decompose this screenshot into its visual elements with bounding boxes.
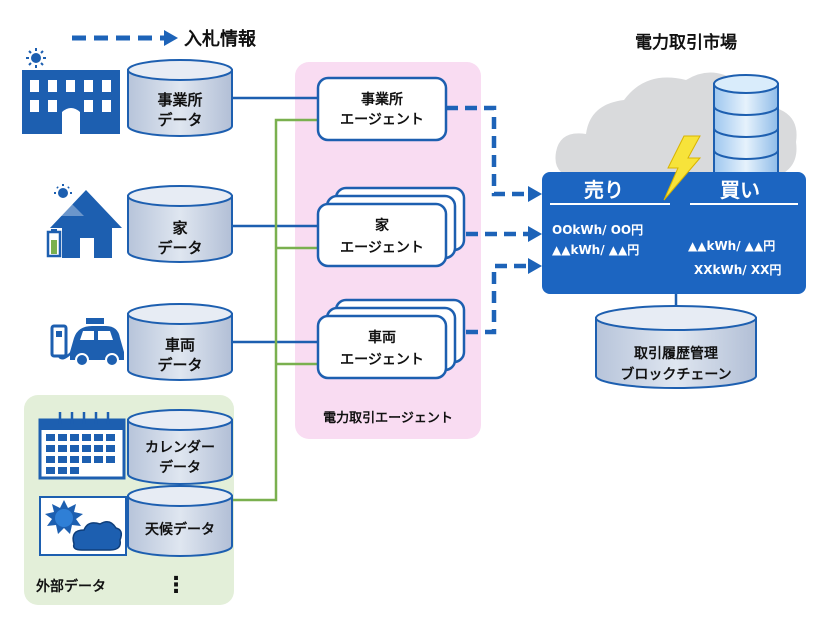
bid-arrows: [446, 105, 530, 335]
weather-data-label: 天候データ: [145, 521, 215, 538]
legend-arrow-icon: [164, 30, 178, 46]
vehicle-data-label-2: データ: [157, 356, 202, 374]
vehicle-bid-arrow-icon: [528, 258, 542, 274]
buy-order-2: XXkWh/ XX円: [694, 263, 781, 277]
vehicle-agent-stack: 車両 エージェント: [316, 298, 466, 380]
home-agent-stack: 家 エージェント: [316, 186, 466, 268]
home-data-label-2: データ: [157, 239, 202, 257]
legend: 入札情報: [72, 28, 257, 50]
home-agent-label-1: 家: [375, 217, 390, 234]
buy-label: 買い: [720, 178, 760, 202]
charger-icon: [50, 324, 68, 358]
legend-label: 入札情報: [184, 28, 257, 50]
external-links: [232, 118, 318, 502]
database-server-icon: [713, 74, 779, 184]
home-data-cylinder: 家 データ: [127, 185, 233, 263]
ledger-label-2: ブロックチェーン: [620, 366, 731, 383]
vehicle-data-label-1: 車両: [165, 336, 195, 354]
home-bid-arrow-icon: [528, 226, 542, 242]
sell-order-2: ▲▲kWh/ ▲▲円: [552, 243, 639, 257]
vehicle-agent-label-1: 車両: [368, 329, 396, 346]
vehicle-data-cylinder: 車両 データ: [127, 303, 233, 381]
weather-data-cylinder: 天候データ: [127, 485, 233, 557]
office-agent-box: 事業所 エージェント: [316, 76, 448, 142]
office-agent-label-1: 事業所: [361, 91, 403, 108]
office-agent-label-2: エージェント: [340, 112, 424, 128]
external-trunk-line: [232, 118, 318, 502]
buy-order-1: ▲▲kWh/ ▲▲円: [688, 239, 775, 253]
house-icon: [46, 184, 122, 258]
sell-order-1: OOkWh/ OO円: [552, 223, 643, 237]
market-board: 売り 買い OOkWh/ OO円 ▲▲kWh/ ▲▲円 ▲▲kWh/ ▲▲円 X…: [542, 172, 806, 294]
home-agent-label-2: エージェント: [340, 240, 424, 256]
vehicle-agent-label-2: エージェント: [340, 352, 424, 368]
home-data-label-1: 家: [172, 219, 187, 237]
office-bid-line: [446, 105, 530, 197]
office-building-icon: [22, 48, 120, 134]
house-sun-icon: [54, 184, 72, 198]
bid-arrowheads: [528, 186, 542, 274]
weather-icon: [39, 496, 127, 556]
calendar-icon: [38, 412, 126, 480]
vehicle-bid-line: [466, 263, 530, 335]
more-sources-indicator: ⋮: [165, 573, 187, 598]
weather-sun-icon: [45, 500, 83, 534]
ledger-label-1: 取引履歴管理: [634, 345, 718, 362]
office-data-cylinder: 事業所 データ: [127, 59, 233, 137]
office-data-label-1: 事業所: [157, 91, 202, 109]
office-data-label-2: データ: [157, 111, 202, 129]
calendar-data-label-1: カレンダー: [145, 439, 215, 456]
calendar-data-cylinder: カレンダー データ: [127, 409, 233, 485]
market-title: 電力取引市場: [635, 32, 737, 53]
ledger-cylinder: 取引履歴管理 ブロックチェーン: [595, 305, 757, 389]
office-bid-arrow-icon: [528, 186, 542, 202]
sun-icon: [26, 48, 46, 68]
lightning-bolt-icon: [663, 135, 702, 201]
sell-label: 売り: [584, 178, 624, 202]
agent-group-label: 電力取引エージェント: [323, 410, 453, 426]
calendar-data-label-2: データ: [159, 459, 201, 476]
weather-cloud-icon: [72, 521, 123, 551]
external-data-label: 外部データ: [36, 578, 106, 595]
car-charger-icon: [50, 318, 124, 367]
